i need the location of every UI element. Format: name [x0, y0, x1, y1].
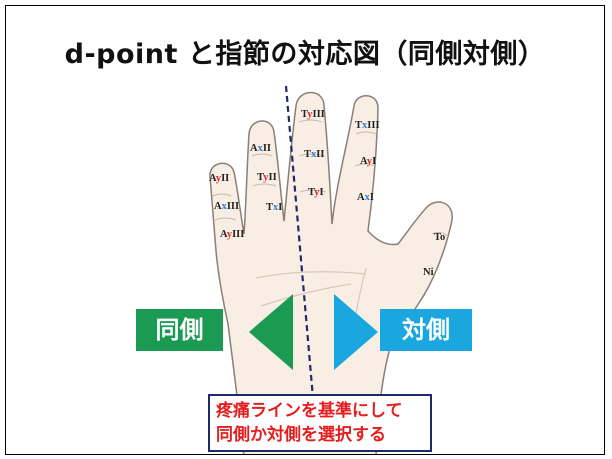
instruction-note: 疼痛ラインを基準にして 同側か対側を選択する [208, 394, 432, 452]
label-ay1: AyI [360, 156, 377, 167]
note-line-1: 疼痛ラインを基準にして [216, 401, 403, 421]
finger-creases [212, 119, 449, 237]
label-ni: Ni [423, 267, 434, 278]
label-ay2: AyII [209, 173, 230, 184]
label-tx3: TxIII [355, 120, 380, 131]
opposite-side-badge: 対側 [380, 309, 472, 351]
triangle-left-icon [249, 294, 293, 370]
pain-reference-line [284, 85, 319, 454]
label-tx2: TxII [304, 149, 325, 160]
label-ax2: AxII [250, 143, 272, 154]
same-side-badge: 同側 [136, 309, 223, 351]
label-tx1: TxI [266, 202, 283, 213]
label-ty2: TyII [257, 172, 277, 183]
label-ax1: AxI [357, 192, 374, 203]
label-ay3: AyIII [220, 229, 245, 240]
note-line-2: 同側か対側を選択する [216, 425, 386, 445]
label-ax3: AxIII [214, 201, 240, 212]
slide-frame: d-point と指節の対応図（同側対側） TyIII TxIII AxII T [5, 5, 605, 455]
slide-title: d-point と指節の対応図（同側対側） [64, 39, 546, 70]
triangle-right-icon [334, 294, 378, 370]
label-ty3: TyIII [301, 109, 325, 120]
label-to: To [434, 232, 446, 243]
hand-illustration [209, 85, 453, 454]
label-ty1: TyI [308, 187, 324, 198]
